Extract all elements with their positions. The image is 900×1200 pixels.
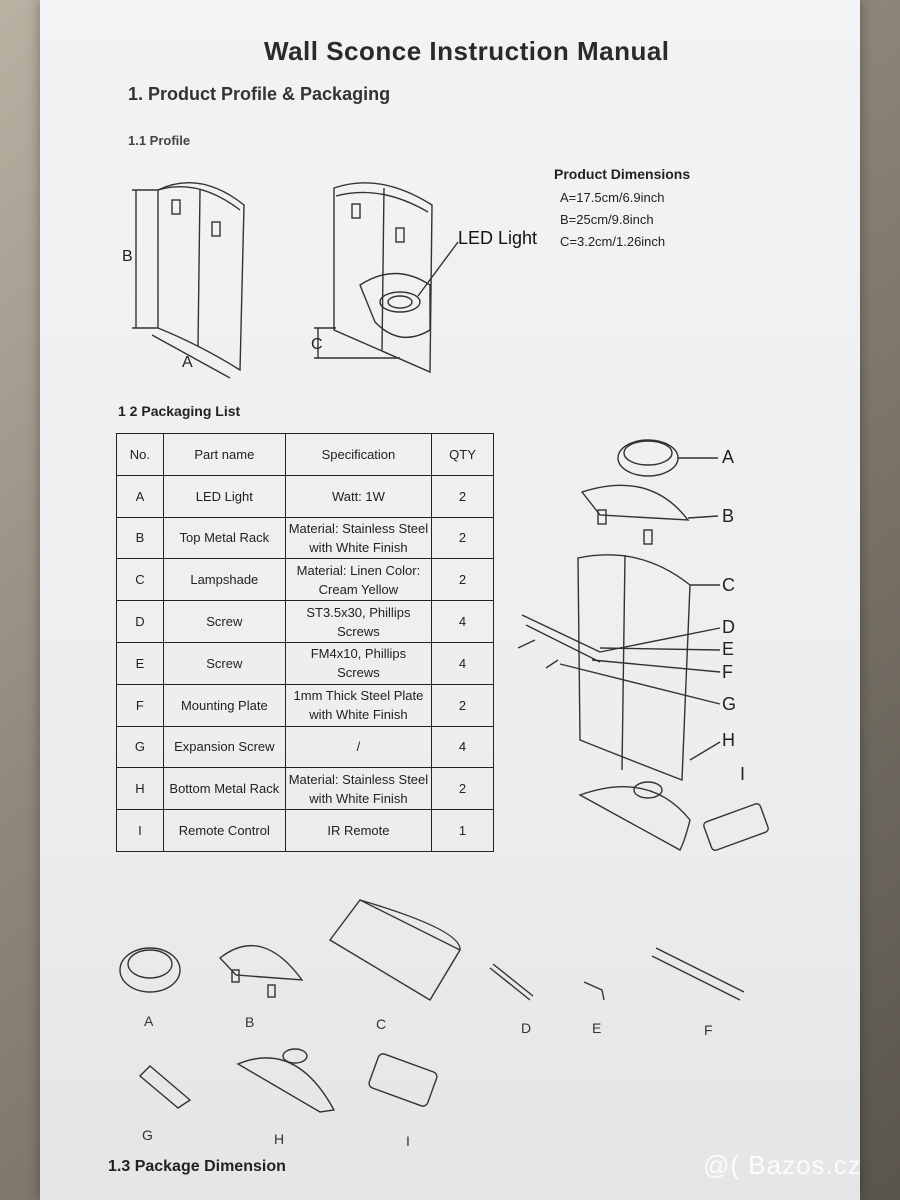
cell-part-name: Top Metal Rack	[162, 516, 286, 560]
cell-specification: 1mm Thick Steel Plate with White Finish	[284, 683, 433, 727]
watermark: @( Bazos.cz	[703, 1150, 862, 1180]
header-qty: QTY	[431, 433, 494, 476]
subsection-heading-package-dimension: 1.3 Package Dimension	[108, 1158, 286, 1175]
parts-row-diagram	[119, 899, 745, 1113]
exploded-label-h: H	[722, 730, 735, 750]
cell-part-name: Screw	[162, 641, 286, 685]
cell-specification: Watt: 1W	[284, 474, 433, 518]
part-label-c: C	[376, 1016, 387, 1032]
cell-specification: ST3.5x30, Phillips Screws	[284, 600, 433, 643]
cell-no: G	[116, 725, 164, 769]
cell-specification: Material: Stainless Steel with White Fin…	[284, 767, 433, 811]
part-label-d: D	[521, 1020, 532, 1036]
exploded-label-f: F	[722, 662, 733, 682]
cell-no: C	[116, 558, 164, 602]
section-heading-profile-packaging: 1. Product Profile & Packaging	[128, 84, 391, 104]
led-light-label: LED Light	[458, 228, 538, 248]
part-label-b: B	[245, 1014, 255, 1030]
table-row: D Screw ST3.5x30, Phillips Screws 4	[116, 600, 494, 643]
part-label-h: H	[274, 1131, 285, 1147]
cell-part-name: Screw	[162, 600, 286, 643]
exploded-label-i: I	[740, 764, 746, 784]
cell-specification: Material: Stainless Steel with White Fin…	[284, 516, 433, 560]
exploded-label-b: B	[722, 506, 735, 526]
part-label-i: I	[406, 1133, 410, 1149]
table-row: A LED Light Watt: 1W 2	[116, 474, 494, 518]
dimension-label-a: A	[182, 354, 193, 371]
part-label-a: A	[144, 1013, 154, 1029]
cell-qty: 2	[431, 474, 494, 518]
exploded-label-d: D	[722, 617, 735, 637]
table-row: F Mounting Plate 1mm Thick Steel Plate w…	[116, 683, 494, 727]
cell-qty: 2	[431, 516, 494, 560]
table-row: I Remote Control IR Remote 1	[116, 809, 494, 852]
product-dimensions: Product Dimensions A=17.5cm/6.9inch B=25…	[554, 166, 690, 253]
table-row: E Screw FM4x10, Phillips Screws 4	[116, 641, 494, 685]
cell-specification: IR Remote	[284, 809, 433, 852]
cell-no: I	[116, 809, 164, 852]
cell-no: B	[116, 516, 164, 560]
cell-specification: Material: Linen Color: Cream Yellow	[284, 558, 433, 602]
cell-no: F	[116, 683, 164, 727]
cell-part-name: Remote Control	[162, 809, 286, 852]
subsection-heading-profile: 1.1 Profile	[128, 133, 191, 148]
part-label-g: G	[142, 1127, 153, 1143]
cell-qty: 4	[431, 641, 494, 685]
table-row: G Expansion Screw / 4	[116, 725, 494, 769]
cell-part-name: LED Light	[162, 474, 286, 518]
cell-qty: 2	[431, 683, 494, 727]
cell-qty: 1	[431, 809, 494, 852]
cell-specification: FM4x10, Phillips Screws	[284, 641, 433, 685]
exploded-label-a: A	[722, 447, 735, 467]
table-row: H Bottom Metal Rack Material: Stainless …	[116, 767, 494, 811]
cell-part-name: Expansion Screw	[162, 725, 286, 769]
exploded-label-c: C	[722, 575, 735, 595]
cell-qty: 4	[431, 600, 494, 643]
exploded-label-e: E	[722, 639, 735, 659]
document-title: Wall Sconce Instruction Manual	[264, 36, 670, 66]
dimension-c: C=3.2cm/1.26inch	[560, 234, 666, 249]
cell-no: D	[116, 600, 164, 643]
cell-no: E	[116, 641, 164, 685]
dimension-label-c: C	[311, 336, 323, 353]
dimension-label-b: B	[122, 248, 133, 265]
dimension-a: A=17.5cm/6.9inch	[560, 190, 665, 205]
header-no: No.	[116, 433, 164, 476]
cell-part-name: Mounting Plate	[162, 683, 286, 727]
subsection-heading-packaging-list: 1 2 Packaging List	[118, 403, 241, 419]
cell-qty: 2	[431, 767, 494, 811]
dimension-b: B=25cm/9.8inch	[560, 212, 654, 227]
exploded-label-g: G	[722, 694, 737, 714]
cell-specification: /	[284, 725, 433, 769]
part-label-e: E	[592, 1020, 602, 1036]
exploded-view-diagram	[517, 439, 769, 851]
dimensions-title: Product Dimensions	[554, 166, 691, 182]
cell-part-name: Lampshade	[162, 558, 286, 602]
cell-qty: 4	[431, 725, 494, 769]
cell-no: H	[116, 767, 164, 811]
cell-qty: 2	[431, 558, 494, 602]
header-specification: Specification	[284, 433, 433, 476]
part-label-f: F	[704, 1022, 713, 1038]
sconce-led-diagram	[314, 182, 459, 374]
cell-no: A	[116, 474, 164, 518]
cell-part-name: Bottom Metal Rack	[162, 767, 286, 811]
header-part-name: Part name	[162, 433, 286, 476]
table-row: B Top Metal Rack Material: Stainless Ste…	[116, 516, 494, 560]
table-header-row: No. Part name Specification QTY	[116, 433, 494, 476]
sconce-front-diagram	[132, 182, 245, 379]
table-row: C Lampshade Material: Linen Color: Cream…	[116, 558, 494, 602]
packaging-list-table: No. Part name Specification QTY A LED Li…	[116, 433, 494, 852]
